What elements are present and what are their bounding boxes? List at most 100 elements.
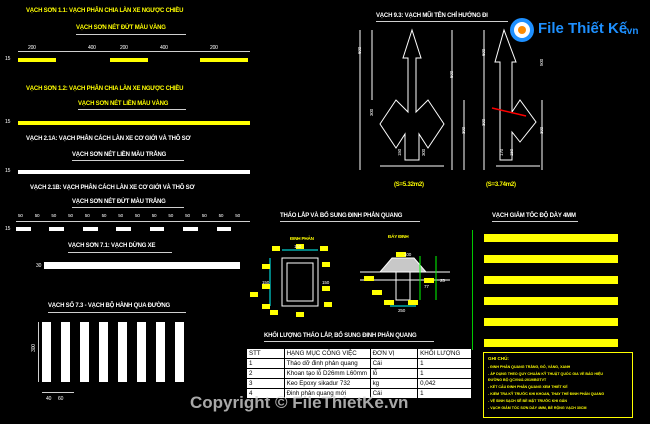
zebra-stripe: [99, 322, 108, 382]
heading-arrow: VẠCH 9.3: VẠCH MŨI TÊN CHỈ HƯỚNG ĐI: [376, 13, 488, 19]
dim-label: 400: [88, 45, 96, 51]
underline: [280, 221, 420, 222]
dim-label: 50: [168, 213, 174, 218]
dimension-line: [472, 230, 473, 350]
white-dash: [49, 227, 65, 231]
note-item: ĐƯỜNG BỘ QCVN41:2019/BGTVT: [488, 378, 547, 382]
dim-label: 50: [118, 213, 123, 218]
dim-label: 15: [5, 56, 11, 62]
logo-icon: [510, 18, 534, 42]
yellow-solid-line: [18, 121, 250, 125]
table-row: 1 Tháo dỡ đinh phản quang Cái 1: [246, 358, 472, 369]
white-dash: [149, 227, 165, 231]
dim-label: 40: [46, 396, 52, 402]
column-header: KHỐI LƯỢNG: [417, 348, 472, 359]
dimension-line: [42, 392, 74, 393]
table-row: 2 Khoan tạo lỗ D26mm L60mm lỗ 1: [246, 368, 472, 379]
dim-label: 77: [424, 284, 429, 289]
speed-bump-bar: [484, 234, 618, 242]
underline: [76, 34, 186, 35]
column-header: HẠNG MỤC CÔNG VIỆC: [283, 348, 371, 359]
yellow-dash: [200, 58, 248, 62]
heading-vach-7-3: VẠCH SỐ 7.3 - VẠCH BỘ HÀNH QUA ĐƯỜNG: [48, 303, 171, 309]
underline: [376, 21, 508, 22]
dim-label: 150: [294, 244, 302, 249]
dim-label: 50: [151, 213, 157, 218]
white-dashed-line: [16, 227, 250, 232]
heading-qty-table: KHỐI LƯỢNG THÁO LẮP, BỔ SUNG ĐINH PHẢN Q…: [264, 333, 417, 339]
dim-label: 50: [101, 213, 107, 218]
arrow-area-2: (S=3.74m2): [486, 182, 516, 188]
underline: [492, 221, 578, 222]
dimension-line: [16, 221, 250, 222]
white-dash: [216, 227, 232, 231]
dim-label: 150: [322, 280, 330, 285]
underline: [48, 312, 186, 313]
notes-box: GHI CHÚ: - ĐINH PHẢN QUANG TRẮNG, ĐỎ, VÀ…: [483, 352, 633, 418]
copyright-watermark: Copyright © FileThietKe.vn: [190, 393, 409, 412]
table-cell: 1: [417, 358, 472, 369]
note-item: - VỆ SINH SẠCH SẼ BỀ MẶT TRƯỚC KHI GẮN: [488, 399, 567, 403]
table-cell: 1: [246, 358, 285, 369]
column-header: ĐƠN VỊ: [369, 348, 419, 359]
white-dash: [183, 227, 198, 231]
dim-label: 100: [404, 252, 412, 257]
heading-vach-1-1: VẠCH SƠN 1.1: VẠCH PHÂN CHIA LÀN XE NGƯỢ…: [26, 8, 184, 14]
dim-label: 250: [398, 308, 406, 313]
quantity-table: STT HẠNG MỤC CÔNG VIỆC ĐƠN VỊ KHỐI LƯỢNG…: [246, 348, 472, 399]
white-dash: [16, 227, 31, 231]
table-header-row: STT HẠNG MỤC CÔNG VIỆC ĐƠN VỊ KHỐI LƯỢNG: [246, 348, 472, 359]
logo-suffix: .vn: [624, 26, 639, 37]
dim-label: 50: [84, 213, 90, 218]
zebra-stripe: [118, 322, 127, 382]
dim-label: 150: [262, 280, 270, 285]
stop-line: [44, 262, 240, 269]
dim-label: 15: [5, 119, 11, 125]
zebra-stripe: [156, 322, 165, 382]
dim-label: 15: [5, 226, 11, 232]
heading-vach-7-1: VẠCH SƠN 7.1: VẠCH DỪNG XE: [68, 243, 156, 249]
dim-label: 50: [235, 213, 240, 218]
dim-label: 200: [210, 45, 218, 51]
dim-label: 15: [5, 168, 11, 174]
table-cell: 2: [246, 368, 285, 379]
zebra-stripe: [42, 322, 51, 382]
table-row: 4 Đinh phản quang mới Cái 1: [246, 388, 472, 399]
table-cell: 3: [246, 378, 285, 389]
speed-bump-bar: [484, 339, 618, 347]
site-logo: File Thiết Kế .vn: [508, 16, 642, 46]
table-cell: lỗ: [369, 368, 419, 379]
underline: [264, 341, 434, 342]
zebra-stripe: [80, 322, 89, 382]
heading-install: THÁO LẮP VÀ BỔ SUNG ĐINH PHẢN QUANG: [280, 213, 403, 219]
table-cell: 1: [417, 388, 472, 399]
subheading-vach-2-1a: VẠCH SƠN NÉT LIỀN MÀU TRẮNG: [72, 152, 167, 158]
dim-label: 200: [120, 45, 128, 51]
label-day-dinh: ĐÁY ĐINH: [388, 234, 409, 239]
white-dash: [82, 227, 98, 231]
note-item: - ĐINH PHẢN QUANG TRẮNG, ĐỎ, VÀNG, XANH: [488, 365, 571, 369]
dim-label: 50: [185, 213, 190, 218]
subheading-vach-1-1: VẠCH SƠN NÉT ĐỨT MÀU VÀNG: [76, 25, 166, 31]
underline: [68, 252, 172, 253]
speed-bump-bar: [484, 276, 618, 284]
zebra-stripe: [61, 322, 70, 382]
subheading-vach-1-2: VẠCH SƠN NÉT LIỀN MÀU VÀNG: [78, 101, 169, 107]
note-item: - VẠCH GIẢM TỐC SƠN DÀY 4MM, BỀ RỘNG VẠC…: [488, 406, 587, 410]
column-header: STT: [246, 348, 285, 359]
zebra-stripe: [137, 322, 146, 382]
speed-bump-bar: [484, 297, 618, 305]
yellow-dash: [110, 58, 148, 62]
notes-title: GHI CHÚ:: [488, 356, 509, 361]
dim-label: 25: [440, 278, 445, 283]
table-row: 3 Keo Epoxy sikadur 732 kg 0,042: [246, 378, 472, 389]
white-solid-line: [18, 170, 250, 174]
table-cell: Cái: [369, 358, 419, 369]
white-dash: [116, 227, 131, 231]
underline: [72, 160, 184, 161]
dim-label: 50: [201, 213, 207, 218]
speed-bump-bar: [484, 255, 618, 263]
note-item: - KIỂM TRA KỸ TRƯỚC KHI KHOAN, THAY THẾ …: [488, 392, 605, 396]
